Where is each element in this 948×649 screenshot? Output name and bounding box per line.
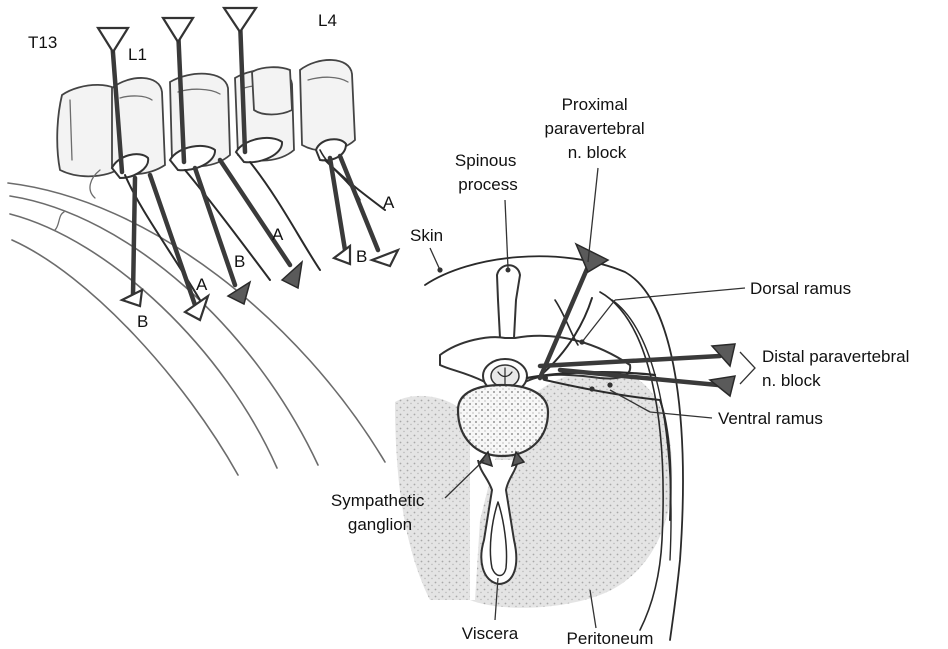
lateral-spine-view: T13 L1 L4 A A B B A B bbox=[8, 8, 398, 475]
label-b-t13: B bbox=[137, 312, 148, 331]
label-b-l2: B bbox=[234, 252, 245, 271]
label-distal-block: Distal paravertebral n. block bbox=[762, 347, 914, 390]
label-a-l3: A bbox=[272, 225, 284, 244]
distal-block-bracket bbox=[740, 352, 755, 384]
label-proximal-block: Proximal paravertebral n. block bbox=[545, 95, 650, 162]
label-viscera: Viscera bbox=[462, 624, 519, 643]
label-t13: T13 bbox=[28, 33, 57, 52]
label-a-l1: A bbox=[196, 275, 208, 294]
spinous-process-point bbox=[506, 268, 511, 273]
cross-section-view: Skin Spinous process Proximal paraverteb… bbox=[331, 95, 914, 648]
label-a-l4: A bbox=[383, 193, 395, 212]
body-wall-lines bbox=[8, 183, 385, 475]
label-peritoneum: Peritoneum bbox=[567, 629, 654, 648]
spinous-process bbox=[497, 265, 520, 338]
label-b-l4: B bbox=[356, 247, 367, 266]
label-spinous-process: Spinous process bbox=[455, 151, 521, 194]
label-dorsal-ramus: Dorsal ramus bbox=[750, 279, 851, 298]
label-l1: L1 bbox=[128, 45, 147, 64]
vertebral-body bbox=[458, 385, 548, 456]
label-ventral-ramus: Ventral ramus bbox=[718, 409, 823, 428]
label-skin: Skin bbox=[410, 226, 443, 245]
label-l4: L4 bbox=[318, 11, 337, 30]
